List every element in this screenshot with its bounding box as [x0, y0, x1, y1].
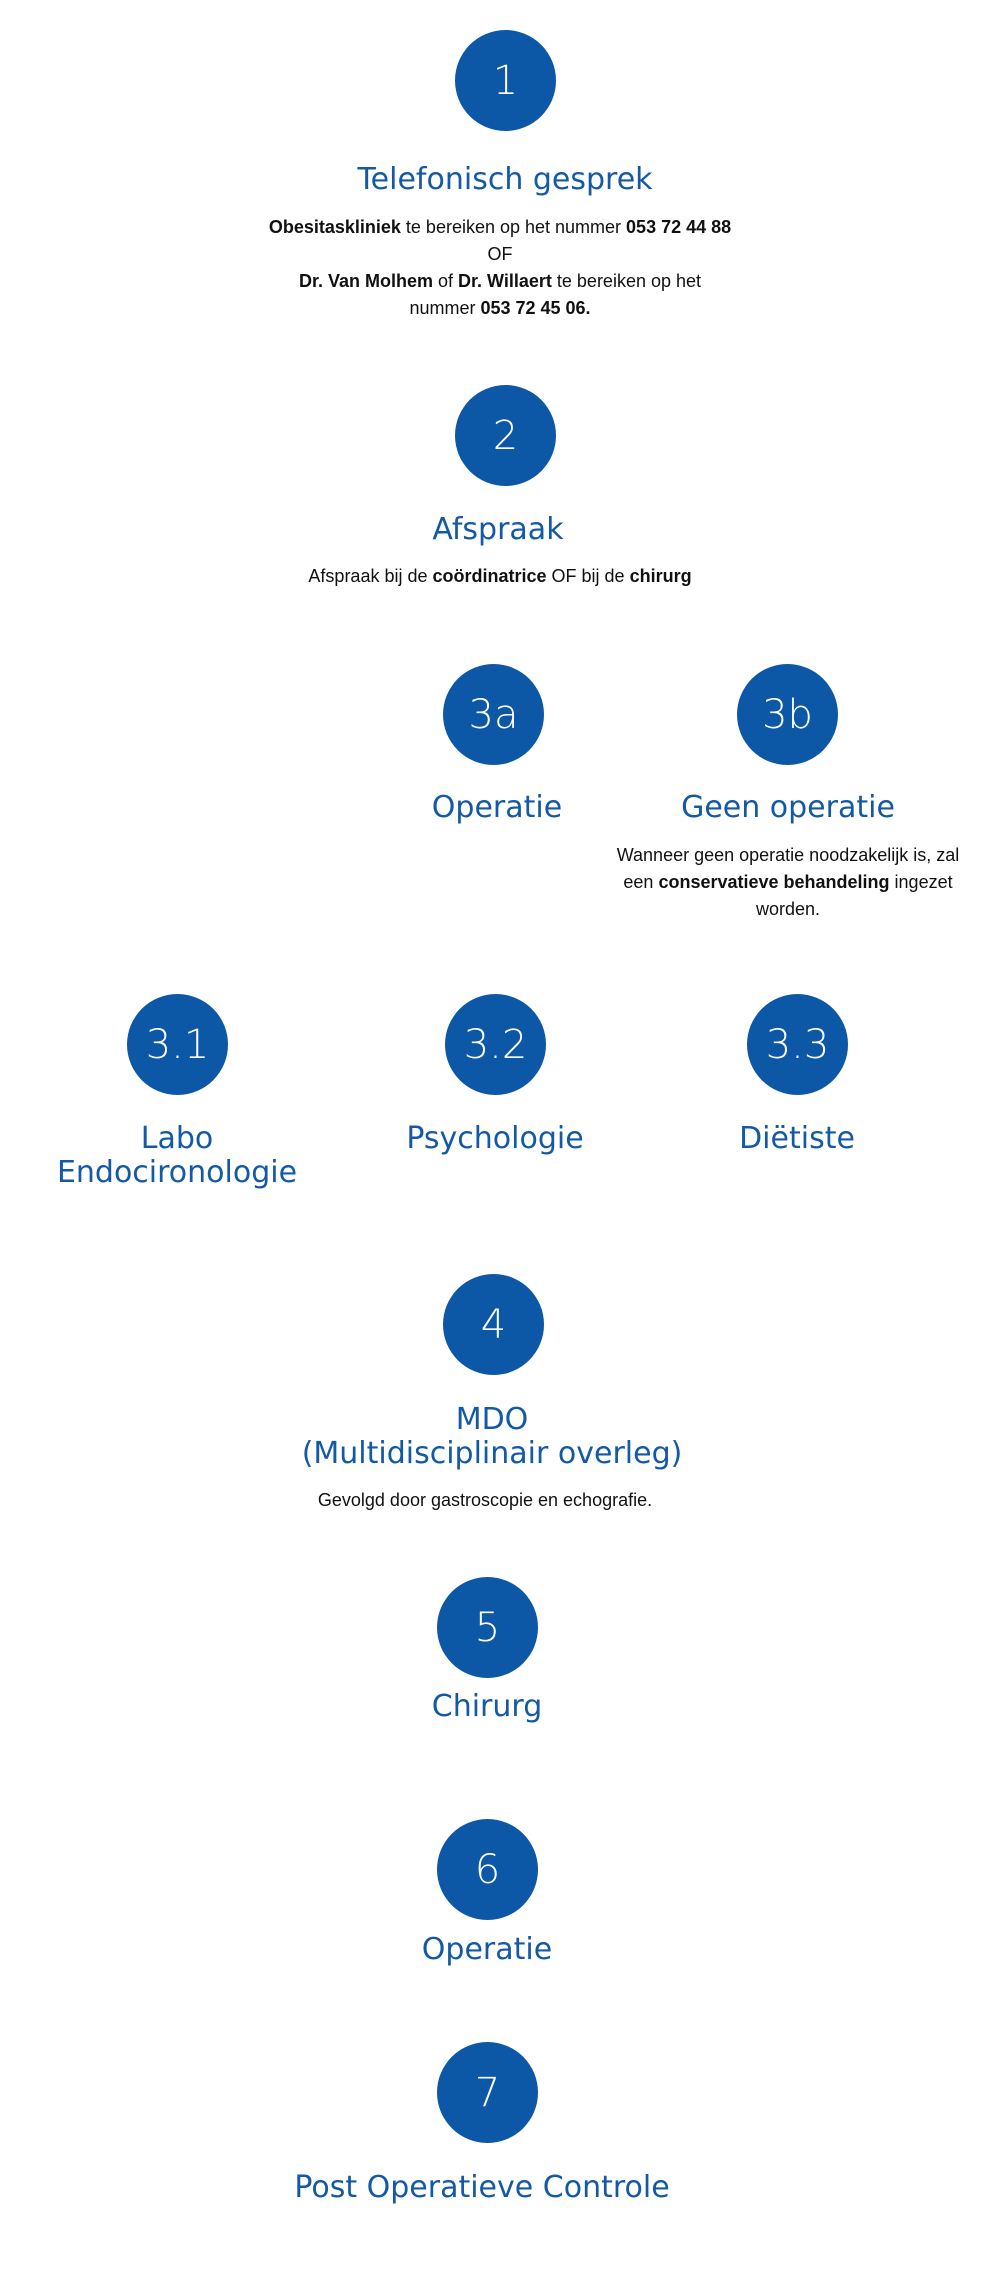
step-1-line-1: Obesitaskliniek te bereiken op het numme…	[268, 217, 732, 237]
step-1-description: Obesitaskliniek te bereiken op het numme…	[200, 214, 800, 322]
step-3a-circle: 3a	[443, 664, 544, 765]
step-2-description: Afspraak bij de coördinatrice OF bij de …	[308, 566, 692, 586]
step-6-circle: 6	[437, 1819, 538, 1920]
step-3b-circle: 3b	[737, 664, 838, 765]
step-4-circle: 4	[443, 1274, 544, 1375]
step-5-title: Chirurg	[431, 1689, 543, 1724]
step-3-3-title: Diëtiste	[739, 1121, 855, 1156]
step-5-circle: 5	[437, 1577, 538, 1678]
step-3-3-circle: 3.3	[747, 994, 848, 1095]
step-3-2-title: Psychologie	[406, 1121, 584, 1156]
step-3-1-circle: 3.1	[127, 994, 228, 1095]
step-2-circle: 2	[455, 385, 556, 486]
step-7-title: Post Operatieve Controle	[294, 2170, 670, 2205]
step-1-line-3: Dr. Van Molhem of Dr. Willaert te bereik…	[298, 271, 702, 291]
step-3b-line-3: worden.	[755, 899, 821, 919]
step-1-line-2: OF	[487, 244, 513, 264]
step-3b-description: Wanneer geen operatie noodzakelijk is, z…	[578, 842, 998, 923]
step-4-description: Gevolgd door gastroscopie en echografie.	[317, 1490, 653, 1510]
step-1-title: Telefonisch gesprek	[357, 162, 653, 197]
step-4-title-line-1: MDO	[455, 1402, 529, 1437]
step-1-circle: 1	[455, 30, 556, 131]
step-3-1-title-line-2: Endocironologie	[56, 1155, 298, 1190]
step-3b-line-2: een conservatieve behandeling ingezet	[623, 872, 953, 892]
step-4-title-line-2: (Multidisciplinair overleg)	[301, 1436, 683, 1471]
step-2-title: Afspraak	[432, 512, 564, 547]
step-3a-title: Operatie	[431, 790, 563, 825]
step-3b-title: Geen operatie	[681, 790, 895, 825]
step-3-1-title: Labo Endocironologie	[27, 1122, 327, 1190]
step-6-title: Operatie	[421, 1932, 553, 1967]
step-1-line-4: nummer 053 72 45 06.	[409, 298, 591, 318]
step-3b-line-1: Wanneer geen operatie noodzakelijk is, z…	[616, 845, 960, 865]
step-3-2-circle: 3.2	[445, 994, 546, 1095]
step-4-title: MDO (Multidisciplinair overleg)	[262, 1403, 722, 1471]
step-7-circle: 7	[437, 2042, 538, 2143]
step-3-1-title-line-1: Labo	[140, 1121, 214, 1156]
